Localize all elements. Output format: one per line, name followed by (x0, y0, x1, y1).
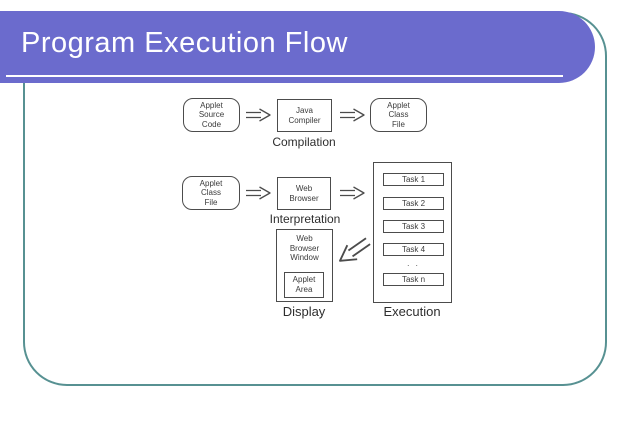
task-box: Task 1 (383, 173, 444, 186)
task-ellipsis: . . (407, 259, 420, 268)
applet-class-file-box: Applet Class File (182, 176, 240, 210)
title-underline (6, 75, 563, 77)
task-box: Task n (383, 273, 444, 286)
java-compiler-box: Java Compiler (277, 99, 332, 132)
execution-caption: Execution (383, 304, 441, 319)
applet-source-code-box: Applet Source Code (183, 98, 240, 132)
execution-task-container: Task 1 Task 2 Task 3 Task 4 . . Task n (373, 162, 452, 303)
right-arrow-icon (338, 107, 366, 123)
page-title: Program Execution Flow (21, 27, 348, 59)
compilation-caption: Compilation (272, 135, 336, 149)
interpretation-caption: Interpretation (269, 212, 341, 226)
web-browser-box: Web Browser (277, 177, 331, 210)
applet-class-file-box: Applet Class File (370, 98, 427, 132)
title-banner: Program Execution Flow (0, 11, 595, 83)
task-box: Task 4 (383, 243, 444, 256)
applet-area-box: Applet Area (284, 272, 324, 298)
task-box: Task 3 (383, 220, 444, 233)
down-left-arrow-icon (328, 226, 380, 277)
display-caption: Display (282, 304, 326, 319)
right-arrow-icon (338, 185, 366, 201)
right-arrow-icon (244, 185, 272, 201)
right-arrow-icon (244, 107, 272, 123)
task-box: Task 2 (383, 197, 444, 210)
